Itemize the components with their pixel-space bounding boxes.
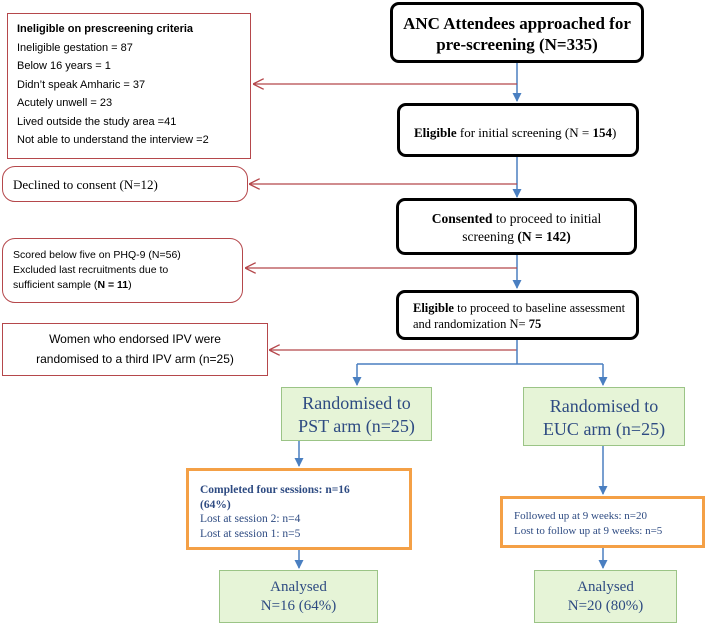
- consented-line2-pre: screening: [462, 229, 518, 244]
- pst-analysed-line2: N=16 (64%): [260, 598, 337, 614]
- euc-randomised-line2: EUC arm (n=25): [542, 419, 666, 439]
- pst-lost-session1: Lost at session 1: n=5: [200, 527, 301, 540]
- euc-lost-followup: Lost to follow up at 9 weeks: n=5: [514, 524, 663, 537]
- consented-bold: Consented: [431, 211, 493, 226]
- consented-count: (N = 142): [517, 229, 571, 244]
- box-euc-followup: Followed up at 9 weeks: n=20 Lost to fol…: [500, 496, 705, 548]
- prescreening-item: Didn’t speak Amharic = 37: [17, 78, 146, 91]
- euc-followed-up: Followed up at 9 weeks: n=20: [514, 510, 647, 522]
- declined-text: Declined to consent (N=12): [13, 177, 158, 192]
- box-phq-exclusion: Scored below five on PHQ-9 (N=56) Exclud…: [2, 238, 243, 303]
- approached-line2: pre-screening (N=335): [436, 35, 598, 54]
- prescreening-item: Not able to understand the interview =2: [17, 134, 209, 146]
- box-approached: ANC Attendees approached for pre-screeni…: [390, 2, 644, 63]
- euc-analysed-line2: N=20 (80%): [567, 598, 644, 614]
- phq-line3: sufficient sample (N = 11): [13, 278, 242, 293]
- box-analysed-pst: Analysed N=16 (64%): [219, 570, 378, 623]
- phq-line2: Excluded last recruitments due to: [13, 264, 169, 276]
- consented-line2: screening (N = 142): [399, 228, 634, 246]
- pst-sessions-percent: (64%): [200, 498, 231, 511]
- baseline-line2: and randomization N= 75: [413, 316, 636, 332]
- euc-analysed-line1: Analysed: [577, 579, 634, 595]
- prescreening-item: Below 16 years = 1: [17, 60, 111, 72]
- box-pst-sessions: Completed four sessions: n=16 (64%) Lost…: [186, 468, 412, 550]
- prescreening-item: Lived outside the study area =41: [17, 115, 177, 128]
- box-eligible-baseline: Eligible to proceed to baseline assessme…: [396, 290, 639, 340]
- baseline-bold: Eligible: [413, 301, 454, 315]
- box-randomised-pst: Randomised to PST arm (n=25): [281, 387, 432, 441]
- eligible-initial-close: ): [611, 125, 617, 140]
- prescreening-item: Ineligible gestation = 87: [17, 41, 133, 54]
- eligible-initial-bold: Eligible: [414, 125, 457, 140]
- eligible-initial-count: 154: [592, 125, 612, 140]
- euc-randomised-line1: Randomised to: [549, 396, 659, 416]
- phq-line3-pre: sufficient sample (: [13, 279, 98, 291]
- consented-line1: Consented to proceed to initial: [399, 210, 634, 228]
- box-randomised-euc: Randomised to EUC arm (n=25): [523, 387, 685, 446]
- phq-line3-post: ): [128, 279, 132, 291]
- box-prescreening-exclusion: Ineligible on prescreening criteria Inel…: [7, 13, 251, 159]
- ipv-line2: randomised to a third IPV arm (n=25): [36, 352, 234, 366]
- consented-rest: to proceed to initial: [492, 211, 602, 226]
- box-consented: Consented to proceed to initial screenin…: [396, 198, 637, 255]
- pst-randomised-line2: PST arm (n=25): [298, 416, 415, 436]
- pst-sessions-completed: Completed four sessions: n=16: [200, 484, 350, 496]
- box-eligible-initial: Eligible for initial screening (N = 154): [397, 103, 639, 157]
- pst-analysed-line1: Analysed: [270, 579, 327, 595]
- box-analysed-euc: Analysed N=20 (80%): [534, 570, 677, 623]
- pst-lost-session2: Lost at session 2: n=4: [200, 513, 301, 525]
- phq-line3-bold: N = 11: [97, 279, 129, 291]
- eligible-initial-text: for initial screening (N =: [456, 125, 593, 140]
- prescreening-title: Ineligible on prescreening criteria: [17, 23, 194, 35]
- baseline-line2-pre: and randomization N=: [413, 317, 529, 331]
- baseline-rest: to proceed to baseline assessment: [453, 301, 626, 315]
- baseline-line1: Eligible to proceed to baseline assessme…: [413, 300, 636, 316]
- baseline-count: 75: [528, 317, 542, 331]
- ipv-line1: Women who endorsed IPV were: [49, 332, 221, 346]
- box-declined: Declined to consent (N=12): [2, 166, 248, 202]
- box-ipv-arm: Women who endorsed IPV were randomised t…: [2, 323, 268, 376]
- approached-line1: ANC Attendees approached for: [403, 14, 631, 33]
- pst-randomised-line1: Randomised to: [302, 393, 411, 413]
- phq-line1: Scored below five on PHQ-9 (N=56): [13, 249, 181, 261]
- prescreening-item: Acutely unwell = 23: [17, 97, 113, 109]
